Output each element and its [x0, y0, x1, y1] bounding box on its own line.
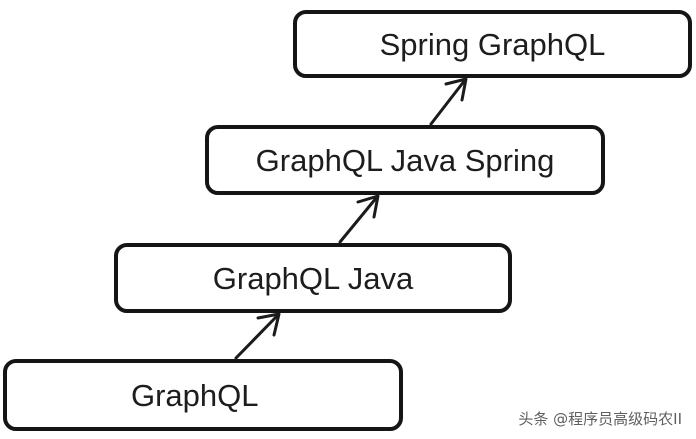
source-watermark: 头条 @程序员高级码农II [518, 410, 682, 428]
arrow-shaft-graphql-java-spring-to-spring-graphql [429, 78, 467, 126]
graphql-node: GraphQL [3, 359, 403, 431]
graphql-label: GraphQL [131, 377, 259, 413]
graphql-java-label: GraphQL Java [212, 260, 414, 296]
arrow-graphql-to-graphql-java [234, 312, 281, 360]
arrow-head-graphql-to-graphql-java [256, 312, 281, 337]
graphql-java-spring-node: GraphQL Java Spring [205, 125, 605, 195]
arrow-shaft-graphql-java-to-graphql-java-spring [338, 195, 379, 244]
arrow-shaft-graphql-to-graphql-java [234, 313, 280, 360]
spring-graphql-label: Spring GraphQL [379, 26, 606, 62]
arrow-graphql-java-spring-to-spring-graphql [429, 77, 468, 126]
arrow-head-graphql-java-to-graphql-java-spring [356, 194, 380, 219]
graphql-java-spring-label: GraphQL Java Spring [255, 142, 555, 178]
spring-graphql-node: Spring GraphQL [293, 10, 692, 78]
arrow-head-graphql-java-spring-to-spring-graphql [444, 77, 468, 102]
arrow-graphql-java-to-graphql-java-spring [338, 194, 380, 244]
graphql-java-node: GraphQL Java [114, 243, 512, 313]
